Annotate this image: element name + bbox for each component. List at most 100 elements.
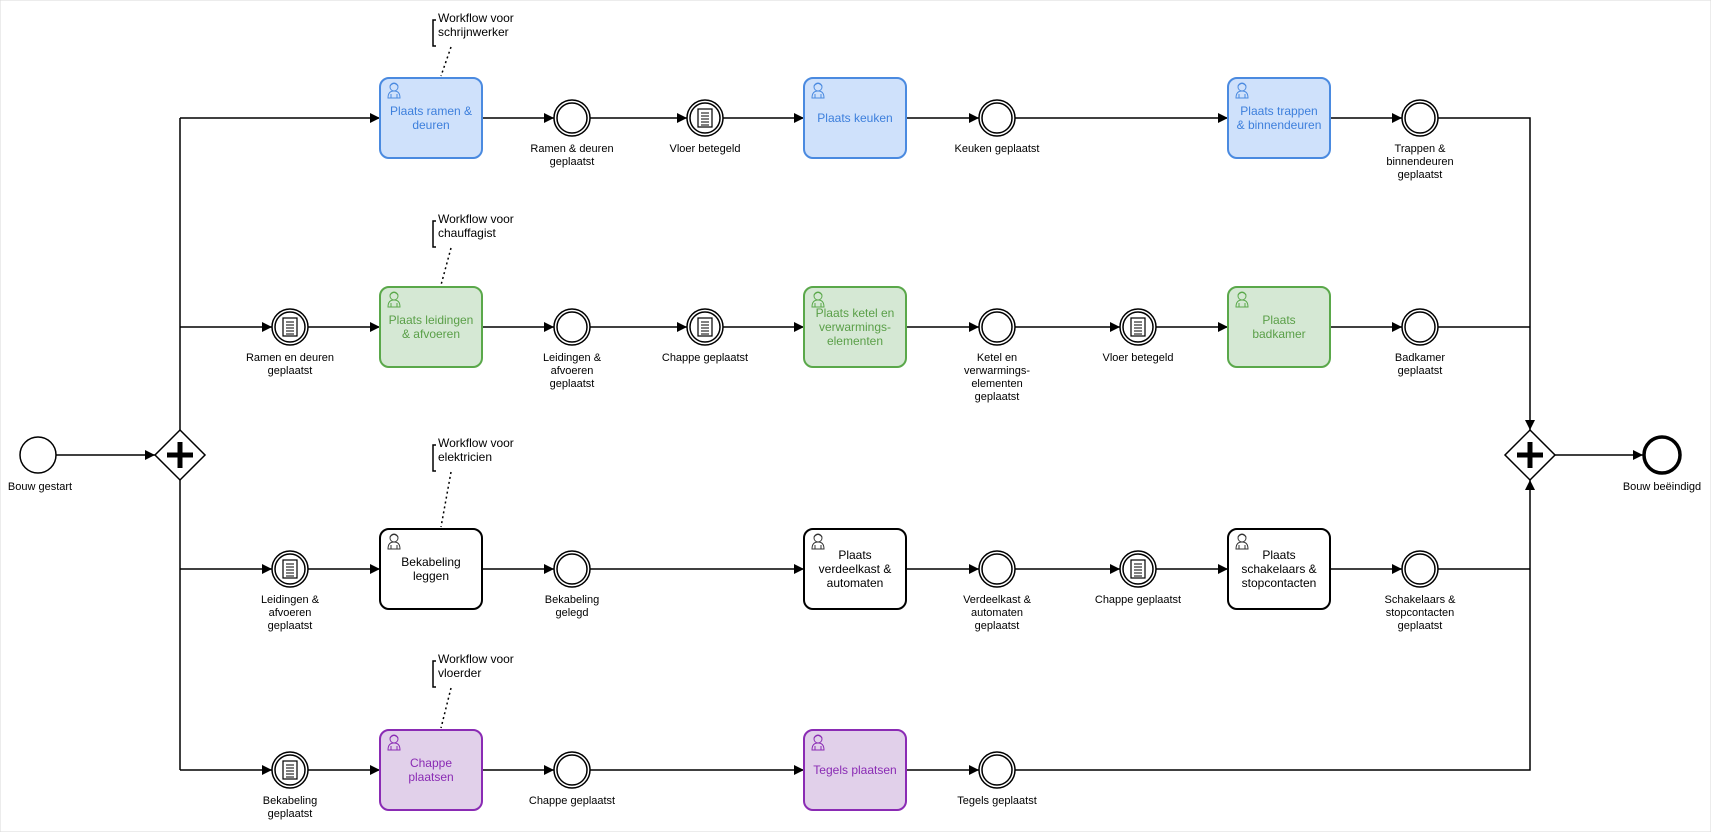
label-line: Verdeelkast & xyxy=(963,594,1032,606)
message-catch-event[interactable]: Chappe geplaatst xyxy=(1095,550,1181,606)
user-task-icon xyxy=(387,533,401,550)
event-label: Keuken geplaatst xyxy=(954,143,1039,155)
task-box[interactable] xyxy=(379,528,483,610)
user-task[interactable]: Tegels plaatsen xyxy=(803,729,907,811)
label-line: Trappen & xyxy=(1395,143,1447,155)
label-line: Bekabeling xyxy=(545,594,599,606)
start-event[interactable]: Bouw gestart xyxy=(8,436,72,493)
task-box[interactable] xyxy=(1227,286,1331,368)
label-line: geplaatst xyxy=(268,808,313,820)
user-task-icon xyxy=(387,82,401,99)
label-line: Bekabeling xyxy=(263,795,317,807)
task-box[interactable] xyxy=(803,286,907,368)
intermediate-event[interactable]: Keuken geplaatst xyxy=(954,99,1040,155)
task-label: Plaats trappen& binnendeuren xyxy=(1237,104,1322,132)
document-icon xyxy=(697,317,713,337)
label-line: chauffagist xyxy=(438,226,496,240)
label-line: & binnendeuren xyxy=(1237,118,1322,132)
label-line: Plaats trappen xyxy=(1240,104,1317,118)
task-box[interactable] xyxy=(379,286,483,368)
task-label: Plaats ramen &deuren xyxy=(390,104,472,132)
user-task[interactable]: Plaats keuken xyxy=(803,77,907,159)
message-catch-event[interactable]: Chappe geplaatst xyxy=(662,308,748,364)
label-line: verwarmings- xyxy=(819,320,891,334)
user-task-icon xyxy=(811,291,825,308)
user-task[interactable]: Plaats trappen& binnendeuren xyxy=(1227,77,1331,159)
user-task-icon xyxy=(811,82,825,99)
label-line: deuren xyxy=(412,118,449,132)
intermediate-event[interactable]: Tegels geplaatst xyxy=(957,751,1037,807)
label-line: elementen xyxy=(827,334,883,348)
parallel-split-gateway[interactable] xyxy=(153,428,207,482)
user-task[interactable]: Plaats ramen &deuren xyxy=(379,77,483,159)
user-task-icon xyxy=(1235,82,1249,99)
label-line: Plaats ketel en xyxy=(816,306,895,320)
label-line: afvoeren xyxy=(551,365,594,377)
task-label: Tegels plaatsen xyxy=(813,763,896,777)
intermediate-event[interactable]: Chappe geplaatst xyxy=(529,751,615,807)
task-box[interactable] xyxy=(379,729,483,811)
label-line: Plaats xyxy=(1262,313,1295,327)
document-icon xyxy=(697,108,713,128)
parallel-join-gateway[interactable] xyxy=(1503,428,1557,482)
label-line: geplaatst xyxy=(1398,365,1443,377)
event-label: Tegels geplaatst xyxy=(957,795,1037,807)
sequence-flow xyxy=(1015,480,1535,771)
label-line: & afvoeren xyxy=(402,327,460,341)
end-event[interactable]: Bouw beëindigd xyxy=(1623,435,1701,493)
plus-icon xyxy=(1517,442,1543,468)
user-task-icon xyxy=(387,291,401,308)
task-box[interactable] xyxy=(803,729,907,811)
task-box[interactable] xyxy=(379,77,483,159)
label-line: geplaatst xyxy=(268,620,313,632)
label-line: geplaatst xyxy=(1398,169,1443,181)
task-box[interactable] xyxy=(803,77,907,159)
label-line: schakelaars & xyxy=(1241,562,1316,576)
event-label: Chappe geplaatst xyxy=(529,795,615,807)
user-task-icon xyxy=(811,734,825,751)
label-line: binnendeuren xyxy=(1386,156,1453,168)
user-task[interactable]: Plaats leidingen& afvoeren xyxy=(379,286,483,368)
message-catch-event[interactable]: Vloer betegeld xyxy=(1103,308,1174,364)
task-box[interactable] xyxy=(1227,77,1331,159)
document-icon xyxy=(282,317,298,337)
message-catch-event[interactable]: Vloer betegeld xyxy=(670,99,741,155)
label-line: Leidingen & xyxy=(261,594,320,606)
task-box[interactable] xyxy=(803,528,907,610)
task-box[interactable] xyxy=(1227,528,1331,610)
label-line: Tegels plaatsen xyxy=(813,763,896,777)
event-label: Chappe geplaatst xyxy=(1095,594,1181,606)
label-line: afvoeren xyxy=(269,607,312,619)
label-line: Plaats xyxy=(838,548,871,562)
label-line: verdeelkast & xyxy=(819,562,892,576)
